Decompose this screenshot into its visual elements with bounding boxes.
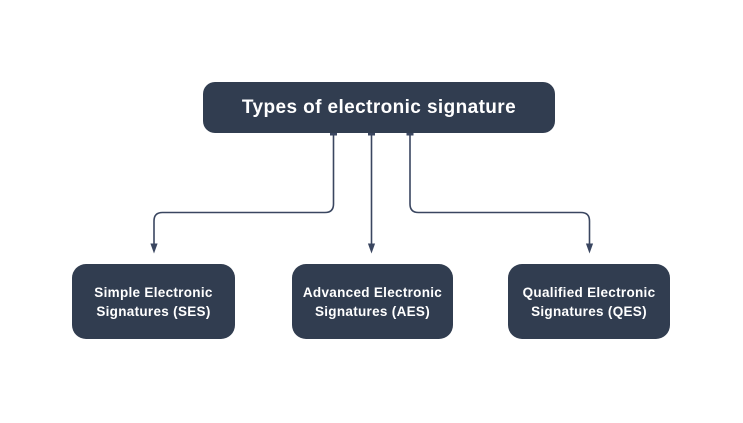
root-node-label: Types of electronic signature <box>241 96 517 118</box>
connector-cap-middle <box>368 133 375 136</box>
connector-right <box>409 134 591 244</box>
connector-cap-left <box>330 133 337 136</box>
node-aes-label-line1: Advanced Electronic <box>302 284 443 300</box>
node-ses-label-line1: Simple Electronic <box>94 284 213 300</box>
node-qes-label-line1: Qualified Electronic <box>522 284 656 300</box>
node-aes: Advanced Electronic Signatures (AES) <box>292 264 453 339</box>
node-qes: Qualified Electronic Signatures (QES) <box>508 264 670 339</box>
root-node: Types of electronic signature <box>203 82 555 133</box>
node-ses: Simple Electronic Signatures (SES) <box>72 264 235 339</box>
arrowhead-middle-icon <box>367 243 376 254</box>
node-qes-label-line2: Signatures (QES) <box>531 303 647 319</box>
arrowhead-right-icon <box>585 243 594 254</box>
node-ses-label-line2: Signatures (SES) <box>96 303 211 319</box>
node-aes-label-line2: Signatures (AES) <box>314 303 431 319</box>
arrowhead-left-icon <box>150 243 158 254</box>
connector-left <box>153 134 335 244</box>
connector-cap-right <box>406 133 414 136</box>
